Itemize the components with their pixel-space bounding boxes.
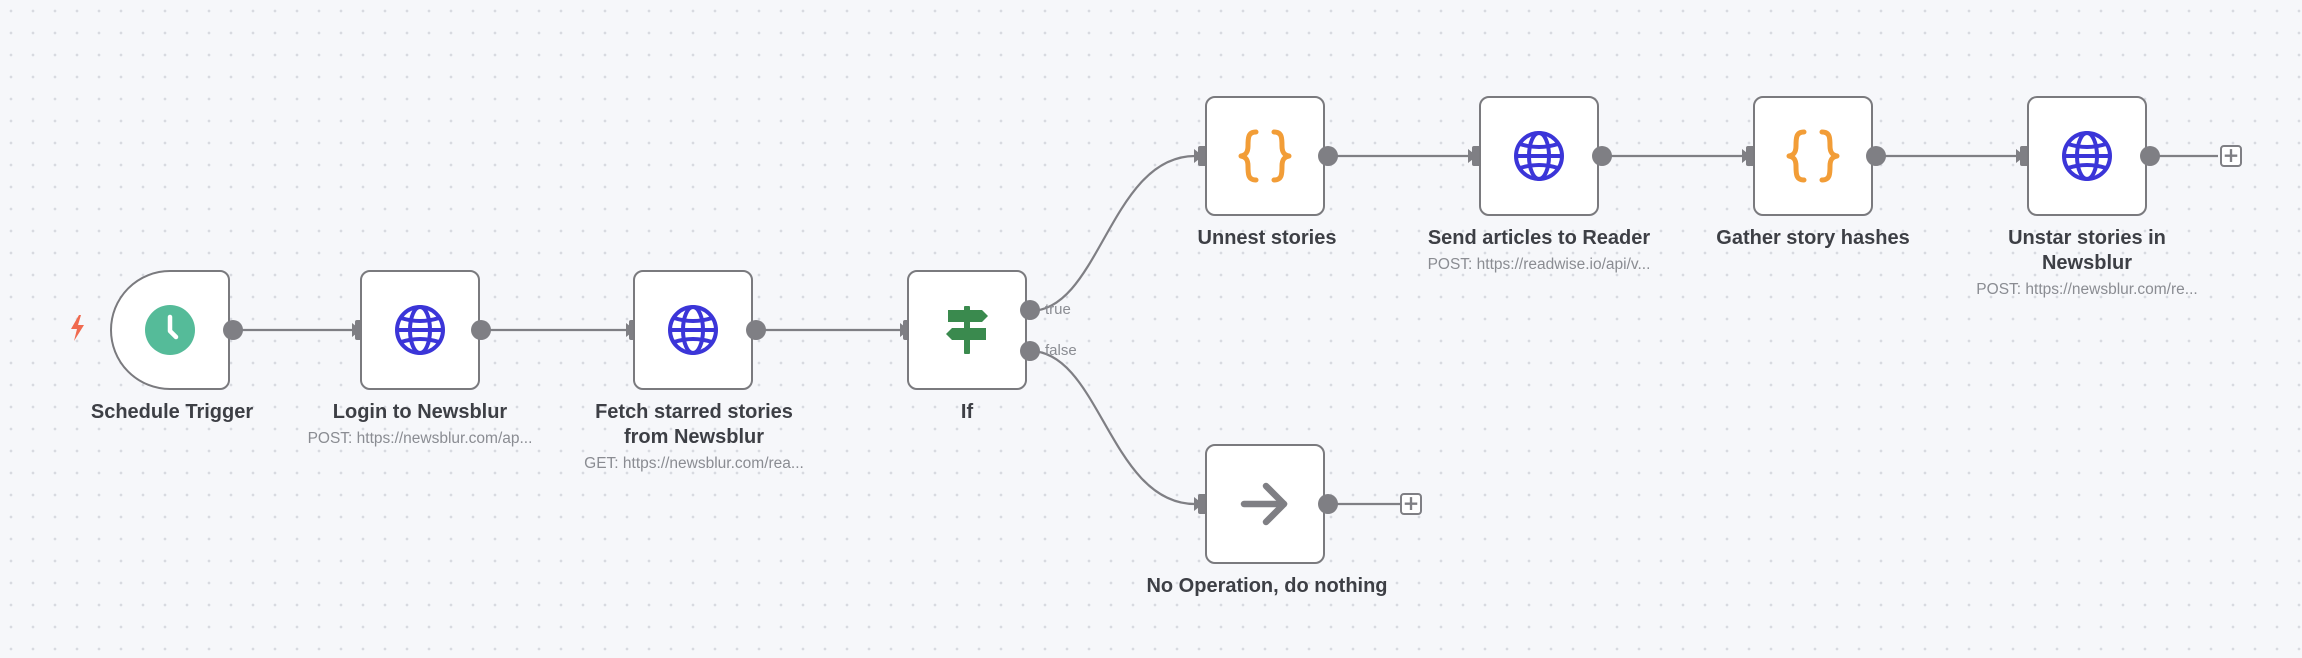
node-title-line2: from Newsblur xyxy=(623,426,765,448)
login-input-port[interactable] xyxy=(355,320,364,340)
node-subtitle: POST: https://newsblur.com/ap... xyxy=(307,430,533,447)
send-output-port[interactable] xyxy=(1592,146,1612,166)
add-node-button[interactable]: + xyxy=(2220,145,2242,167)
node-title: Schedule Trigger xyxy=(90,401,254,423)
unstar-output-port[interactable] xyxy=(2140,146,2160,166)
signpost-icon xyxy=(946,306,988,354)
node-title-line1: Unstar stories in xyxy=(2008,227,2166,249)
unnest-output-port[interactable] xyxy=(1318,146,1338,166)
login-output-port[interactable] xyxy=(471,320,491,340)
gather-output-port[interactable] xyxy=(1866,146,1886,166)
node-if[interactable] xyxy=(907,270,1027,390)
node-unstar-stories[interactable] xyxy=(2027,96,2147,216)
add-node-button[interactable]: + xyxy=(1400,493,1422,515)
globe-icon xyxy=(668,305,718,355)
node-login-newsblur[interactable] xyxy=(360,270,480,390)
node-unnest-stories[interactable] xyxy=(1205,96,1325,216)
unnest-input-port[interactable] xyxy=(1198,146,1207,166)
gather-input-port[interactable] xyxy=(1746,146,1755,166)
trigger-bolt-icon xyxy=(71,315,84,341)
if-false-port[interactable] xyxy=(1020,341,1040,361)
node-fetch-starred[interactable] xyxy=(633,270,753,390)
edge-if-noop xyxy=(1029,349,1196,506)
braces-icon xyxy=(1238,129,1292,183)
noop-output-port[interactable] xyxy=(1318,494,1338,514)
clock-icon xyxy=(145,305,195,355)
noop-input-port[interactable] xyxy=(1198,494,1207,514)
node-title: Login to Newsblur xyxy=(332,401,508,423)
arrow-right-icon xyxy=(1240,482,1288,526)
node-title: If xyxy=(960,401,974,423)
node-title: Gather story hashes xyxy=(1716,227,1910,249)
globe-icon xyxy=(1514,131,1564,181)
node-subtitle: GET: https://newsblur.com/rea... xyxy=(584,455,804,472)
node-title: No Operation, do nothing xyxy=(1146,575,1388,597)
fetch-output-port[interactable] xyxy=(746,320,766,340)
if-true-label: true xyxy=(1045,301,1071,318)
node-subtitle: POST: https://newsblur.com/re... xyxy=(1976,281,2198,298)
unstar-input-port[interactable] xyxy=(2020,146,2029,166)
node-title: Unnest stories xyxy=(1197,227,1337,249)
node-title: Send articles to Reader xyxy=(1427,227,1651,249)
if-true-port[interactable] xyxy=(1020,300,1040,320)
node-subtitle: POST: https://readwise.io/api/v... xyxy=(1427,256,1651,273)
schedule-output-port[interactable] xyxy=(223,320,243,340)
node-schedule-trigger[interactable] xyxy=(110,270,230,390)
send-input-port[interactable] xyxy=(1472,146,1481,166)
node-gather-hashes[interactable] xyxy=(1753,96,1873,216)
globe-icon xyxy=(2062,131,2112,181)
edge-if-unnest xyxy=(1029,154,1196,313)
node-send-articles[interactable] xyxy=(1479,96,1599,216)
node-title-line2: Newsblur xyxy=(2041,252,2133,274)
globe-icon xyxy=(395,305,445,355)
node-title-line1: Fetch starred stories xyxy=(595,401,793,423)
if-false-label: false xyxy=(1045,342,1077,359)
node-no-operation[interactable] xyxy=(1205,444,1325,564)
braces-icon xyxy=(1786,129,1840,183)
